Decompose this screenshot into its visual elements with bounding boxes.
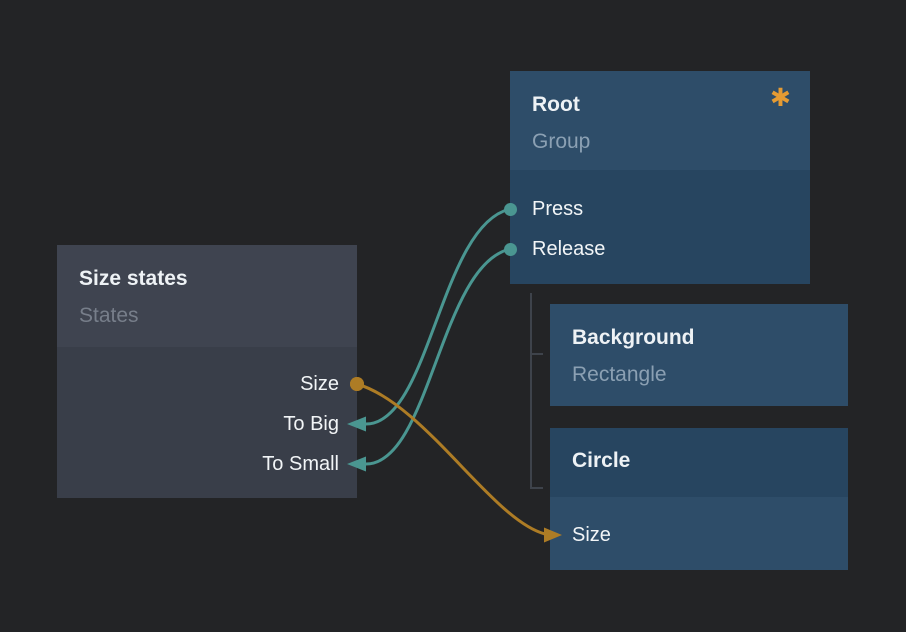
asterisk-icon: ✱ <box>770 84 791 112</box>
edge-release-to-small-wire[interactable] <box>365 247 511 466</box>
node-size-states-ports: Size To Big To Small <box>57 347 364 498</box>
node-circle-ports: Size <box>550 497 848 570</box>
port-to-big[interactable]: To Big <box>57 404 357 444</box>
node-root-header[interactable]: Root Group ✱ <box>510 71 810 170</box>
node-circle-header[interactable]: Circle <box>550 428 848 497</box>
edge-size-to-circle-size-wire[interactable] <box>356 382 546 536</box>
port-circle-size[interactable]: Size <box>550 515 848 555</box>
node-root-ports: Press Release <box>503 170 810 284</box>
node-background-header[interactable]: Background Rectangle <box>550 304 848 406</box>
port-to-small[interactable]: To Small <box>57 444 357 484</box>
port-release[interactable]: Release <box>503 229 810 269</box>
port-dot-release[interactable] <box>503 242 517 256</box>
node-root[interactable]: Root Group ✱ Press Release <box>503 71 810 284</box>
node-size-states-subtitle: States <box>79 304 139 327</box>
node-size-states[interactable]: Size states States Size To Big To Small <box>57 245 364 498</box>
port-press-label: Press <box>532 198 584 220</box>
port-to-big-label: To Big <box>283 413 339 435</box>
hierarchy-connector <box>530 293 543 489</box>
node-background[interactable]: Background Rectangle <box>550 304 848 406</box>
port-release-label: Release <box>532 238 606 260</box>
port-dot-size-out[interactable] <box>350 377 364 391</box>
edge-press-to-big-wire[interactable] <box>365 207 511 426</box>
port-press[interactable]: Press <box>503 189 810 229</box>
port-size-out-label: Size <box>300 373 339 395</box>
node-root-title: Root <box>532 93 580 116</box>
edge-release-to-small[interactable] <box>347 247 511 472</box>
node-root-subtitle: Group <box>532 130 591 153</box>
node-size-states-title: Size states <box>79 267 188 290</box>
edge-press-to-big[interactable] <box>347 207 511 432</box>
node-size-states-header[interactable]: Size states States <box>57 245 357 347</box>
node-circle-title: Circle <box>572 449 631 472</box>
edge-size-to-circle-size[interactable] <box>350 377 562 543</box>
port-circle-size-label: Size <box>572 524 611 546</box>
port-to-small-label: To Small <box>262 453 339 475</box>
node-background-subtitle: Rectangle <box>572 363 667 386</box>
port-size-out[interactable]: Size <box>57 364 364 404</box>
port-dot-press[interactable] <box>503 202 517 216</box>
node-background-title: Background <box>572 326 695 349</box>
node-circle[interactable]: Circle Size <box>550 428 848 570</box>
